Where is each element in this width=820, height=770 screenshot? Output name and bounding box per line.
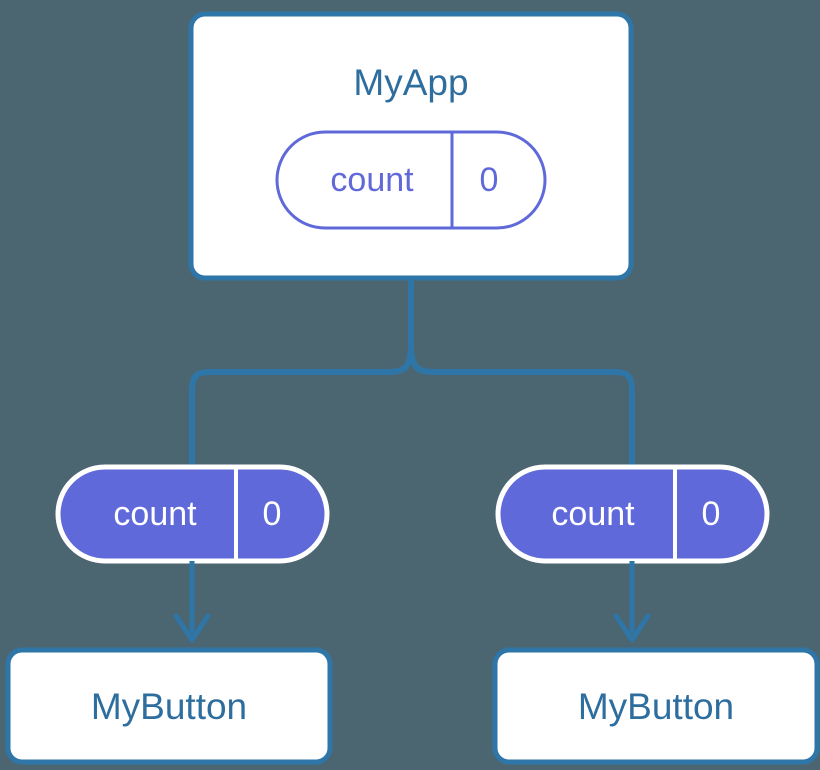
connector-fork-left xyxy=(189,344,414,560)
left-branch-state-pill: count 0 xyxy=(55,464,330,564)
arrow-group xyxy=(173,561,651,643)
node-myapp[interactable]: MyApp count 0 xyxy=(188,11,634,281)
myapp-pill-value: 0 xyxy=(480,161,499,199)
right-branch-state-pill: count 0 xyxy=(495,464,770,564)
mybutton-right-card[interactable] xyxy=(492,647,820,765)
connector-group xyxy=(189,278,635,560)
myapp-pill-body xyxy=(275,130,547,230)
mybutton-left-card[interactable] xyxy=(5,647,333,765)
arrow-right-to-button-head xyxy=(613,613,651,643)
right-pill-key: count xyxy=(551,495,635,533)
myapp-state-pill: count 0 xyxy=(275,130,547,230)
arrow-left-to-button-head xyxy=(173,613,211,643)
left-pill-key: count xyxy=(113,495,197,533)
mybutton-left-title: MyButton xyxy=(91,686,247,727)
left-pill-value: 0 xyxy=(263,495,282,533)
node-mybutton-left[interactable]: MyButton xyxy=(5,647,333,765)
myapp-title: MyApp xyxy=(353,62,468,103)
mybutton-right-title: MyButton xyxy=(578,686,734,727)
right-pill-value: 0 xyxy=(702,495,721,533)
connector-fork-right xyxy=(408,344,635,560)
node-mybutton-right[interactable]: MyButton xyxy=(492,647,820,765)
myapp-pill-key: count xyxy=(330,161,414,199)
